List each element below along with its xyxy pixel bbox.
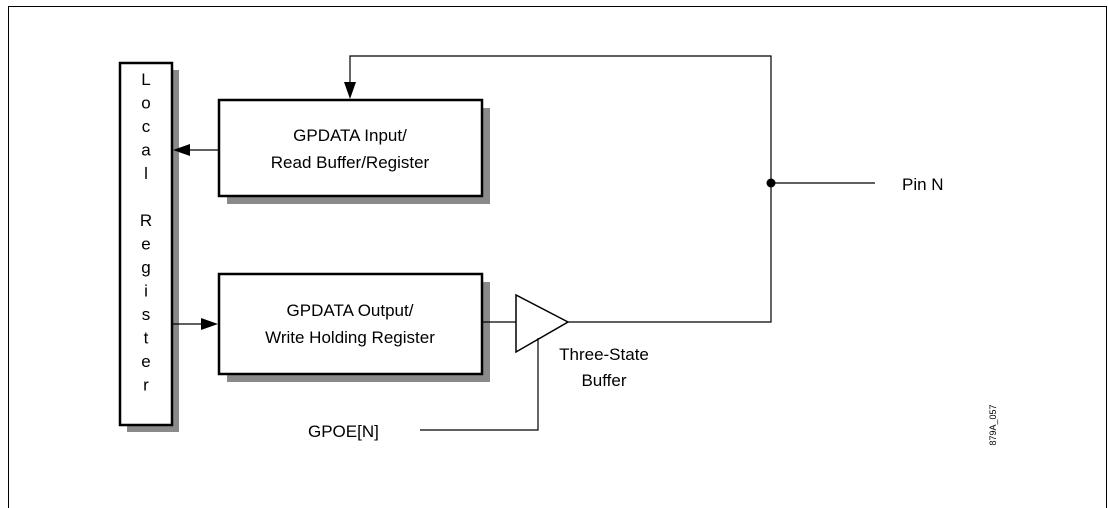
local-register-letter: L — [141, 70, 150, 89]
local-register-letter: g — [141, 258, 150, 277]
pin-label: Pin N — [902, 175, 944, 194]
feedback-wire — [349, 55, 772, 183]
input-block-line2: Read Buffer/Register — [271, 153, 430, 172]
gpdata-input-block: GPDATA Input/ Read Buffer/Register — [217, 98, 490, 204]
local-register-letter: t — [144, 329, 149, 348]
local-register-letter: r — [143, 376, 149, 395]
feedback-arrowhead — [344, 82, 356, 99]
local-register-letter: l — [144, 164, 148, 183]
local-register-letter: c — [142, 117, 151, 136]
local-register-letter: s — [142, 305, 151, 324]
buffer-label-line1: Three-State — [559, 345, 649, 364]
buffer-output-wire — [568, 183, 772, 323]
buffer-label-line2: Buffer — [581, 371, 626, 390]
register-to-output-arrowhead — [201, 318, 218, 330]
gpdata-output-block: GPDATA Output/ Write Holding Register — [217, 272, 490, 382]
local-register-letter: R — [140, 211, 152, 230]
output-block-line1: GPDATA Output/ — [287, 301, 414, 320]
figure-frame — [8, 6, 1107, 508]
local-register-letter: a — [141, 141, 151, 160]
local-register-letter: o — [141, 94, 150, 113]
three-state-buffer-symbol — [515, 293, 570, 354]
local-register-letter: e — [141, 352, 150, 371]
enable-label: GPOE[N] — [308, 422, 379, 441]
local-register-letter: i — [144, 282, 148, 301]
input-block-line1: GPDATA Input/ — [293, 126, 407, 145]
figure-id: 879A_057 — [988, 404, 998, 445]
input-to-register-arrowhead — [173, 144, 190, 156]
enable-wire — [420, 338, 539, 431]
output-block-line2: Write Holding Register — [265, 328, 435, 347]
local-register-letter: e — [141, 235, 150, 254]
